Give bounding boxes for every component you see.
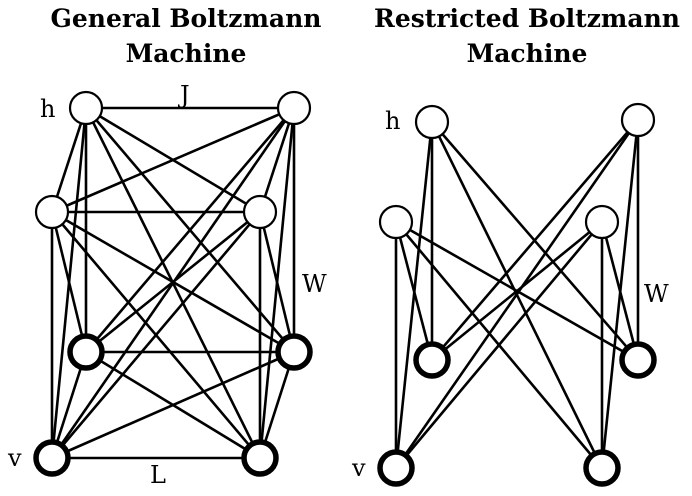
rbm-label-h: h [385, 107, 400, 135]
rbm-edge-hidden-visible [394, 119, 640, 469]
gbm-title-line2: Machine [126, 39, 247, 68]
gbm-label-L: L [150, 461, 166, 489]
rbm-label-W: W [644, 280, 669, 308]
gbm-hidden-node [276, 90, 312, 126]
rbm-title-line1: Restricted Boltzmann [374, 4, 680, 33]
gbm-title-line1: General Boltzmann [51, 4, 322, 33]
rbm-edge-hidden-visible [431, 220, 603, 362]
rbm-edge-hidden-visible [394, 221, 434, 361]
rbm-hidden-node [620, 102, 656, 138]
gbm-label-h: h [40, 95, 55, 123]
gbm-visible-node [33, 439, 71, 477]
gbm-nodes [33, 90, 313, 477]
rbm-visible-node [377, 449, 415, 487]
gbm-hidden-node [242, 194, 278, 230]
gbm-label-v: v [7, 444, 22, 472]
gbm-edge-hidden-hidden [258, 107, 296, 213]
rbm-title-line2: Machine [467, 39, 588, 68]
gbm-edge-hidden-visible [85, 210, 261, 354]
rbm-hidden-node [414, 104, 450, 140]
rbm-hidden-node [378, 204, 414, 240]
gbm-edge-hidden-hidden [50, 107, 88, 213]
rbm-edge-hidden-visible [395, 221, 603, 469]
rbm-hidden-node [584, 204, 620, 240]
gbm-edge-hidden-hidden [51, 106, 295, 214]
gbm-edge-hidden-visible [50, 211, 88, 353]
gbm-hidden-node [68, 90, 104, 126]
rbm-edge-hidden-visible [431, 119, 639, 361]
rbm-visible-node [619, 341, 657, 379]
gbm-visible-node [67, 333, 105, 371]
gbm-edge-hidden-visible [51, 211, 261, 459]
rbm-label-v: v [351, 454, 366, 482]
rbm-visible-node [413, 341, 451, 379]
gbm-hidden-node [34, 194, 70, 230]
gbm-label-W: W [302, 270, 327, 298]
gbm-edges [50, 106, 296, 460]
gbm-edge-hidden-visible [85, 107, 295, 353]
gbm-edge-hidden-visible [258, 211, 296, 353]
rbm-visible-node [583, 449, 621, 487]
gbm-label-J: J [177, 81, 190, 109]
gbm-visible-node [241, 439, 279, 477]
gbm-visible-node [275, 333, 313, 371]
rbm-edge-hidden-visible [600, 221, 640, 361]
rbm-edges [394, 119, 640, 469]
rbm-nodes [377, 102, 657, 487]
gbm-edge-visible-visible [51, 350, 295, 460]
